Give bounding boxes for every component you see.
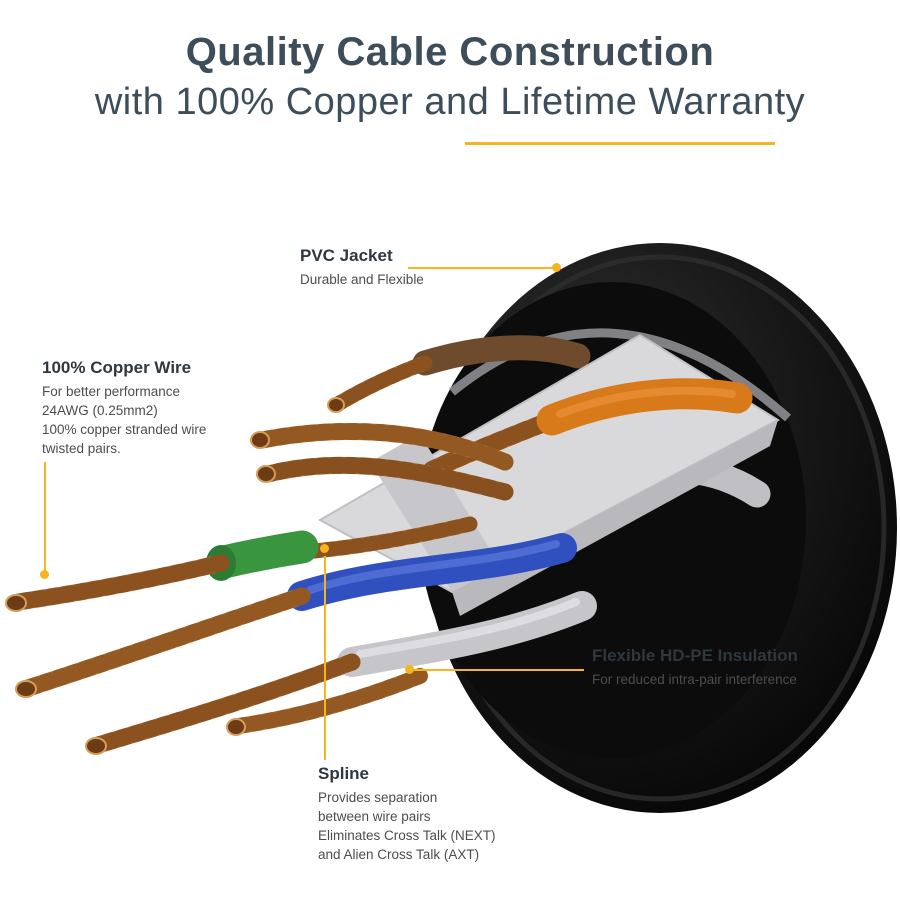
callout-pvc-jacket-line: Durable and Flexible: [300, 272, 424, 287]
callout-copper-wire: 100% Copper Wire For better performance …: [42, 358, 206, 458]
page-title: Quality Cable Construction: [185, 30, 715, 74]
callout-spline-line: and Alien Cross Talk (AXT): [318, 847, 480, 862]
pvc-jacket-leader-line: [408, 267, 556, 269]
callout-copper-wire-line: For better performance: [42, 384, 181, 399]
green-wire-pair: [5, 530, 319, 612]
spline-leader-line: [324, 556, 326, 760]
copper-wire-leader-dot: [40, 570, 49, 579]
callout-hdpe-insulation-title: Flexible HD-PE Insulation: [592, 646, 798, 665]
callout-hdpe-insulation-line: For reduced intra-pair interference: [592, 672, 797, 687]
header: Quality Cable Construction with 100% Cop…: [0, 30, 900, 124]
gray-wire-pair: [85, 591, 597, 755]
callout-pvc-jacket-title: PVC Jacket: [300, 246, 393, 265]
spline-leader-dot: [320, 544, 329, 553]
callout-hdpe-insulation: Flexible HD-PE Insulation For reduced in…: [592, 646, 798, 689]
callout-copper-wire-line: 24AWG (0.25mm2): [42, 403, 158, 418]
callout-spline-line: Provides separation: [318, 790, 438, 805]
callout-spline-line: between wire pairs: [318, 809, 431, 824]
callout-copper-wire-line: twisted pairs.: [42, 441, 121, 456]
blue-wire-pair: [15, 533, 577, 698]
hdpe-insulation-leader-line: [414, 669, 584, 671]
callout-copper-wire-line: 100% copper stranded wire: [42, 422, 207, 437]
subtitle-accent-underline: [465, 142, 775, 145]
callout-spline-title: Spline: [318, 764, 370, 783]
callout-copper-wire-title: 100% Copper Wire: [42, 358, 192, 377]
callout-spline: Spline Provides separation between wire …: [318, 764, 496, 864]
callout-spline-line: Eliminates Cross Talk (NEXT): [318, 828, 496, 843]
callout-pvc-jacket: PVC Jacket Durable and Flexible: [300, 246, 424, 289]
page-subtitle: with 100% Copper and Lifetime Warranty: [94, 81, 806, 123]
pvc-jacket-leader-dot: [552, 263, 561, 272]
copper-wire-leader-line: [44, 462, 46, 572]
orange-wire-pair: [423, 378, 753, 479]
hdpe-insulation-leader-dot: [405, 665, 414, 674]
